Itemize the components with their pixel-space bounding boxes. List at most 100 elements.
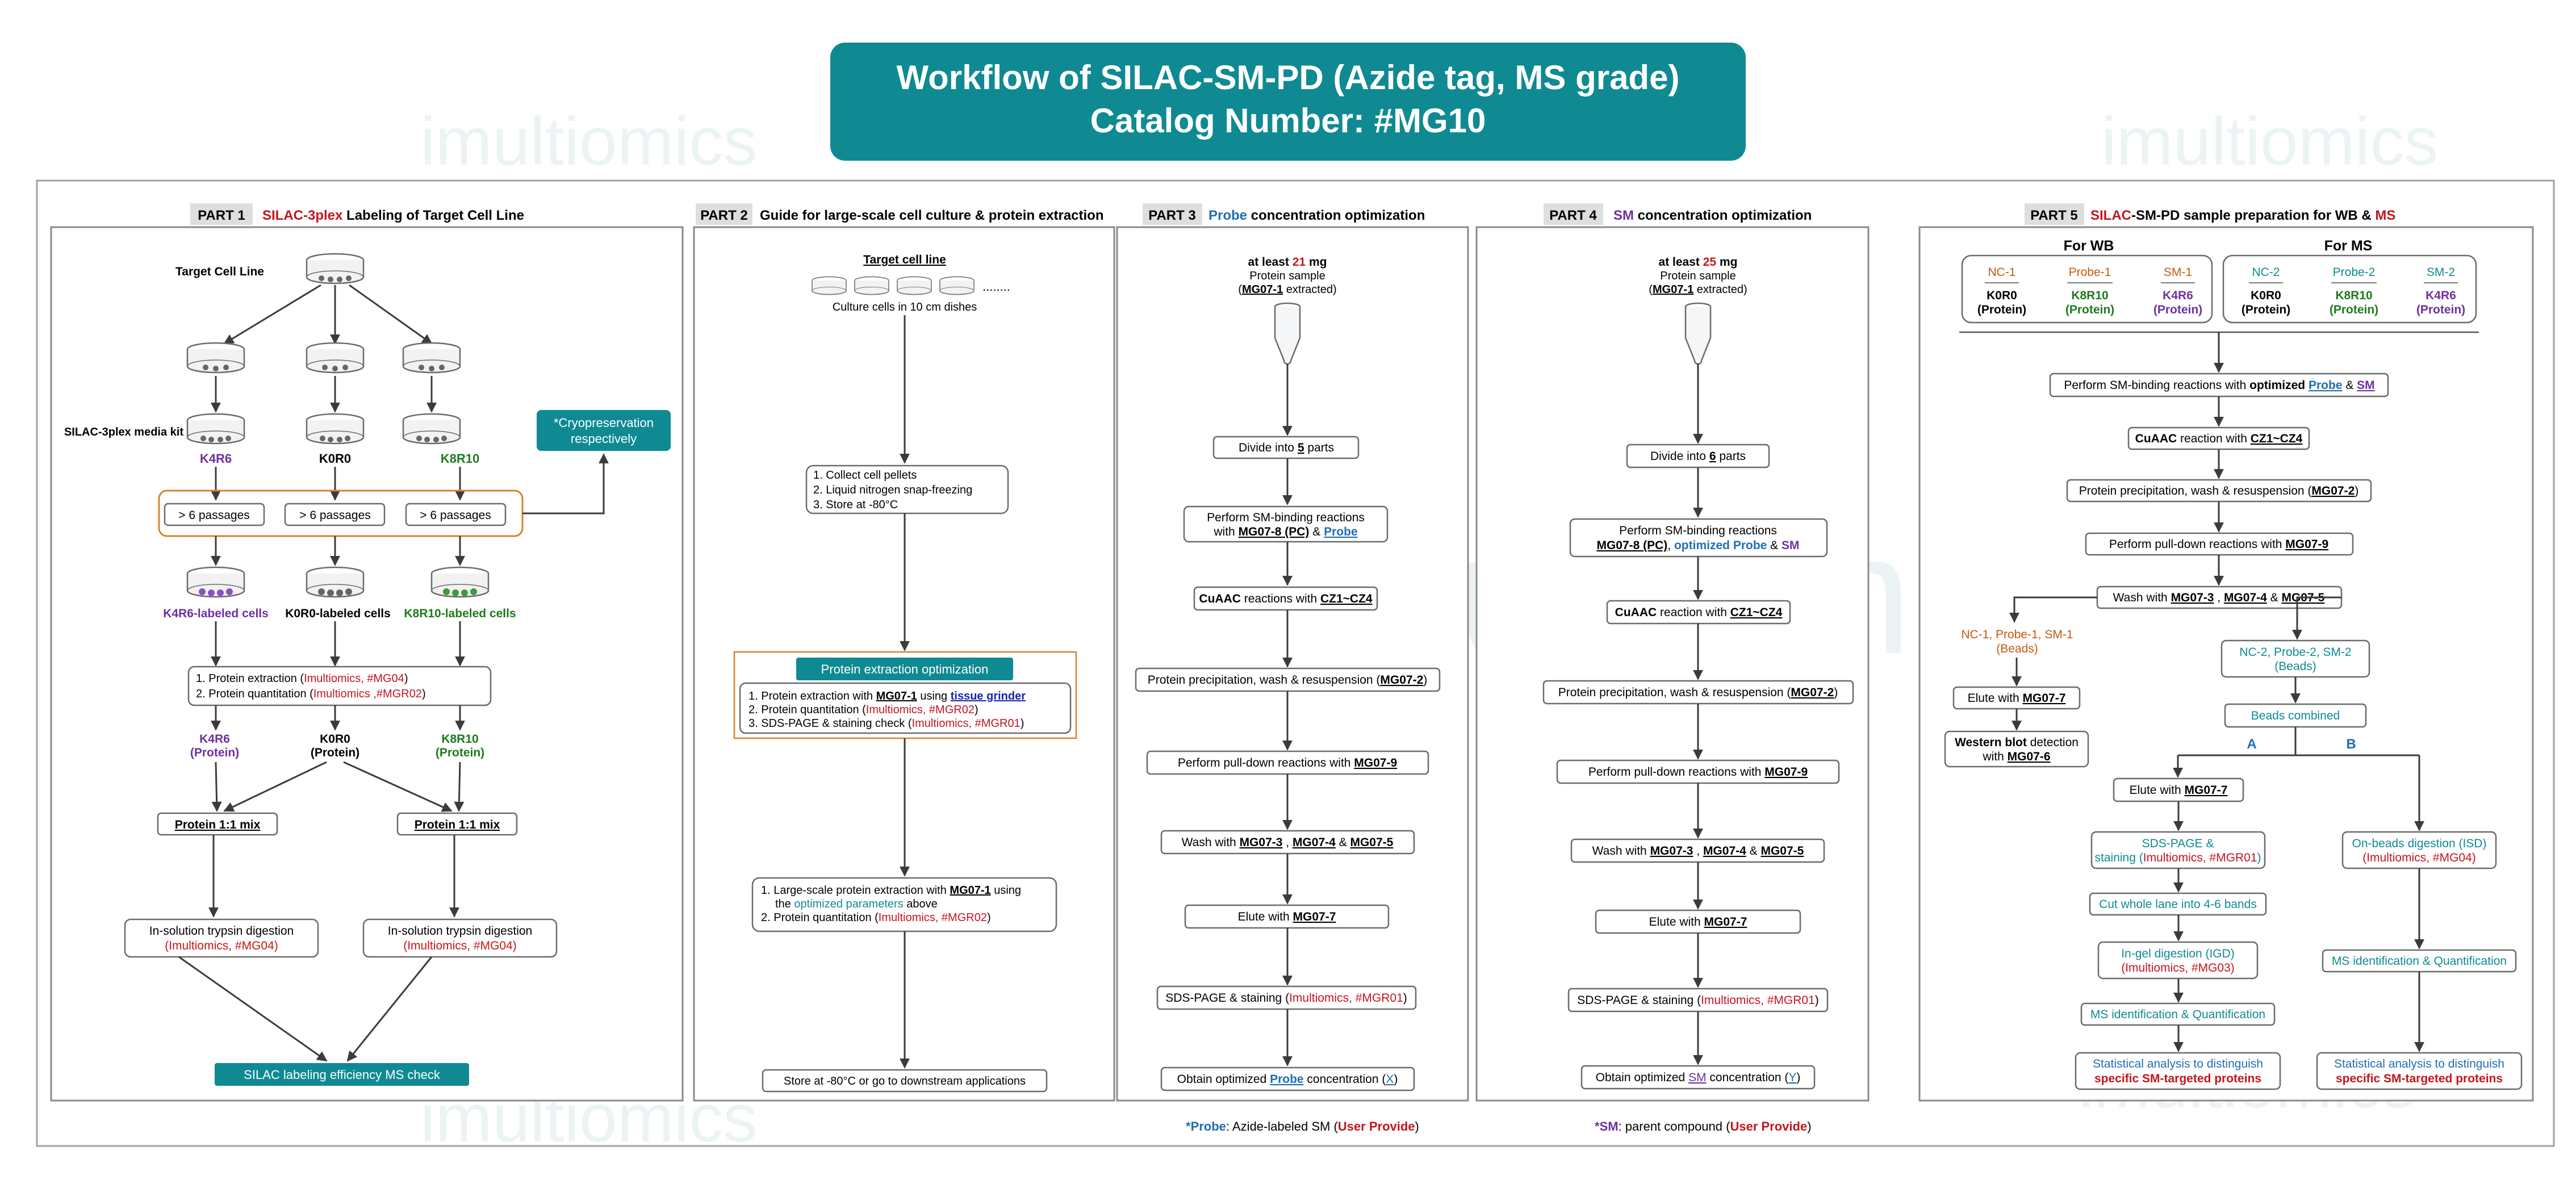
part5-bind: Perform SM-binding reactions with optimi…	[2064, 379, 2374, 392]
outer-frame	[36, 179, 2555, 1147]
ms-elute: Elute with MG07-7	[2130, 784, 2228, 797]
ms-nc2-label: K0R0	[2251, 289, 2281, 302]
dish-icon	[306, 413, 365, 445]
part4-title: SM concentration optimization	[1613, 208, 1812, 223]
dish-icon	[186, 566, 245, 598]
stats-b-2: specific SM-targeted proteins	[2336, 1072, 2503, 1085]
cryo-line-2: respectively	[571, 432, 637, 446]
stats-a-2: specific SM-targeted proteins	[2094, 1072, 2261, 1085]
western-blot: Western blot detection	[1955, 736, 2079, 749]
branch-b: B	[2346, 737, 2356, 752]
label-k0r0: K0R0	[319, 451, 351, 466]
extraction-opt-title: Protein extraction optimization	[821, 662, 989, 676]
wb-probe1-label: K8R10	[2071, 289, 2108, 302]
part3-bind-1: Perform SM-binding reactions	[1207, 511, 1365, 524]
mix-left: Protein 1:1 mix	[175, 818, 261, 831]
wb-sm1-protein: (Protein)	[2153, 303, 2202, 316]
part3-obtain: Obtain optimized Probe concentration (X)	[1177, 1073, 1398, 1086]
footnotes: *Probe: Azide-labeled SM (User Provide) …	[1186, 1119, 1812, 1133]
ms-sds-2: staining (Imultiomics, #MGR01)	[2095, 851, 2261, 864]
part2-title: Guide for large-scale cell culture & pro…	[760, 208, 1104, 223]
large-scale-step-2: 2. Protein quantitation (Imultiomics, #M…	[761, 911, 991, 924]
branch-a: A	[2247, 737, 2256, 752]
ms-samples-box	[2222, 254, 2477, 324]
part3: PART 3 Probe concentration optimization …	[1116, 203, 1469, 1102]
for-wb-label: For WB	[2064, 238, 2114, 254]
part1-step-quantitation: 2. Protein quantitation (Imultiomics ,#M…	[196, 688, 426, 700]
part2-collect-1: 1. Collect cell pellets	[813, 469, 917, 482]
watermark-text: imultiomics	[420, 103, 757, 179]
part3-title: Probe concentration optimization	[1208, 208, 1425, 223]
part5: PART 5 SILAC-SM-PD sample preparation fo…	[1918, 203, 2534, 1102]
part4-amount: at least 25 mg	[1659, 256, 1738, 269]
dish-icon	[854, 276, 889, 295]
wb-nc1-label: K0R0	[1987, 289, 2017, 302]
wb-sm1: SM-1	[2164, 266, 2192, 279]
ms-identification-a: MS identification & Quantification	[2090, 1008, 2265, 1021]
digest-left-ref: (Imultiomics, #MG04)	[165, 939, 278, 952]
opt-step-2: 2. Protein quantitation (Imultiomics, #M…	[748, 704, 978, 716]
part4-obtain: Obtain optimized SM concentration (Y)	[1596, 1071, 1801, 1084]
part2-target-label: Target cell line	[863, 253, 946, 266]
part4-bind-2: MG07-8 (PC), optimized Probe & SM	[1596, 539, 1799, 552]
part2-collect-2: 2. Liquid nitrogen snap-freezing	[813, 484, 972, 496]
part2-collect-3: 3. Store at -80°C	[813, 499, 898, 511]
on-beads-digestion: On-beads digestion (ISD)	[2352, 837, 2487, 850]
part2: PART 2 Guide for large-scale cell cultur…	[693, 203, 1115, 1102]
part4-precipitation: Protein precipitation, wash & resuspensi…	[1558, 686, 1838, 699]
wb-elute: Elute with MG07-7	[1968, 692, 2066, 705]
beads-combined: Beads combined	[2251, 709, 2340, 722]
part1-title: SILAC-3plex Labeling of Target Cell Line	[262, 208, 524, 223]
part4-wash: Wash with MG07-3 , MG07-4 & MG07-5	[1592, 844, 1804, 857]
passages-k8r10: > 6 passages	[420, 509, 491, 522]
dish-icon	[402, 413, 461, 445]
dish-icon	[430, 566, 490, 598]
part5-pulldown: Perform pull-down reactions with MG07-9	[2109, 538, 2328, 551]
ms-sm2-protein: (Protein)	[2416, 303, 2465, 316]
part1-step-extraction: 1. Protein extraction (Imultiomics, #MG0…	[196, 672, 408, 685]
in-gel-digestion-ref: (Imultiomics, #MG03)	[2121, 961, 2235, 974]
protein-suffix-k8r10: (Protein)	[436, 746, 484, 759]
part2-tag: PART 2	[700, 208, 748, 223]
title-line-1: Workflow of SILAC-SM-PD (Azide tag, MS g…	[897, 58, 1680, 97]
wb-nc1-protein: (Protein)	[1977, 303, 2026, 316]
part4-bind-1: Perform SM-binding reactions	[1619, 524, 1777, 537]
ms-check-banner: SILAC labeling efficiency MS check	[244, 1068, 441, 1082]
large-scale-step-1b: the optimized parameters above	[775, 898, 938, 910]
for-ms-label: For MS	[2324, 238, 2373, 254]
part4-cuaac: CuAAC reaction with CZ1~CZ4	[1615, 606, 1783, 619]
media-kit-label: SILAC-3plex media kit	[64, 426, 183, 438]
cells-k4r6: K4R6-labeled cells	[163, 607, 269, 620]
part5-precipitation: Protein precipitation, wash & resuspensi…	[2079, 484, 2359, 497]
cells-k8r10: K8R10-labeled cells	[404, 607, 516, 620]
part1-tag: PART 1	[198, 208, 245, 223]
part4-divide: Divide into 6 parts	[1650, 450, 1746, 463]
part3-bind-2: with MG07-8 (PC) & Probe	[1213, 525, 1357, 538]
part5-tag: PART 5	[2030, 208, 2078, 223]
ms-probe2-label: K8R10	[2335, 289, 2372, 302]
part4-pulldown: Perform pull-down reactions with MG07-9	[1588, 765, 1808, 779]
cryo-badge	[537, 410, 671, 451]
wb-probe1-protein: (Protein)	[2065, 303, 2114, 316]
dish-icon	[812, 276, 847, 295]
part3-tag: PART 3	[1148, 208, 1196, 223]
in-gel-digestion: In-gel digestion (IGD)	[2121, 947, 2235, 960]
part5-wash: Wash with MG07-3 , MG07-4 & MG07-5	[2113, 591, 2325, 604]
part3-wash: Wash with MG07-3 , MG07-4 & MG07-5	[1182, 836, 1394, 849]
wb-beads-samples: NC-1, Probe-1, SM-1	[1961, 628, 2073, 641]
part4: PART 4 SM concentration optimization at …	[1475, 203, 1870, 1102]
part2-culture: Culture cells in 10 cm dishes	[833, 301, 977, 313]
stats-b-1: Statistical analysis to distinguish	[2334, 1057, 2504, 1070]
ms-probe2-protein: (Protein)	[2330, 303, 2378, 316]
western-blot-reagent: with MG07-6	[1982, 750, 2050, 763]
ms-probe2: Probe-2	[2333, 266, 2376, 279]
part1-target-label: Target Cell Line	[175, 265, 264, 278]
part3-extracted: (MG07-1 extracted)	[1238, 283, 1336, 296]
protein-label-k8r10: K8R10	[441, 733, 478, 746]
part4-elute: Elute with MG07-7	[1649, 915, 1747, 928]
cut-bands: Cut whole lane into 4-6 bands	[2099, 898, 2257, 911]
dish-icon	[939, 276, 975, 295]
protein-label-k4r6: K4R6	[199, 733, 230, 746]
protein-label-k0r0: K0R0	[320, 733, 350, 746]
wb-sm1-label: K4R6	[2163, 289, 2193, 302]
